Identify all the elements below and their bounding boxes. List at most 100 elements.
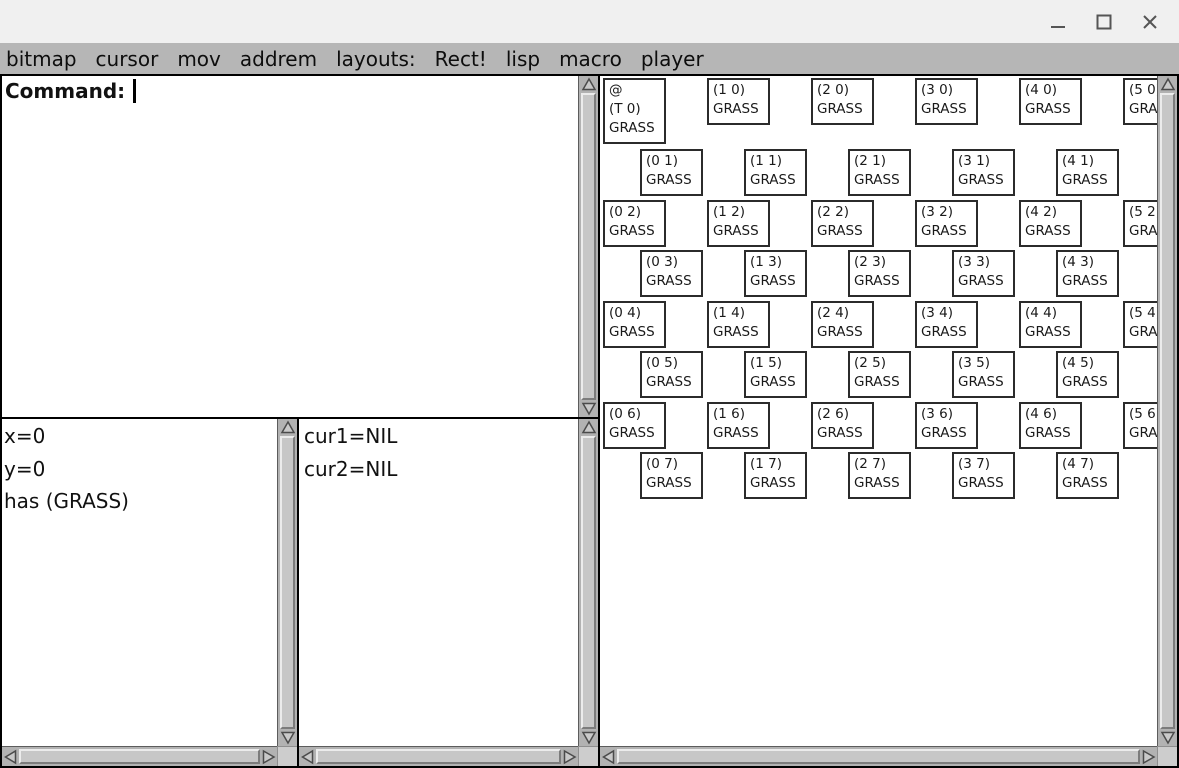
map-tile[interactable]: (3 4)GRASS: [915, 301, 978, 348]
scroll-up-button[interactable]: [1158, 76, 1177, 93]
map-tile[interactable]: (0 1)GRASS: [640, 149, 703, 196]
scrollbar-thumb[interactable]: [280, 436, 295, 729]
tile-coord: (0 2): [609, 204, 642, 220]
menu-item-cursor[interactable]: cursor: [95, 46, 159, 71]
map-tile[interactable]: (4 3)GRASS: [1056, 250, 1119, 297]
map-tile[interactable]: (5 0)GRASS: [1123, 78, 1157, 125]
scroll-up-icon: [280, 420, 295, 434]
map-tile[interactable]: (3 1)GRASS: [952, 149, 1015, 196]
map-tile[interactable]: (3 6)GRASS: [915, 402, 978, 449]
map-tile[interactable]: (4 6)GRASS: [1019, 402, 1082, 449]
map-tile[interactable]: (4 4)GRASS: [1019, 301, 1082, 348]
map-tile[interactable]: (2 4)GRASS: [811, 301, 874, 348]
map-tile[interactable]: (2 6)GRASS: [811, 402, 874, 449]
scroll-down-button[interactable]: [1158, 729, 1177, 746]
map-tile[interactable]: (3 7)GRASS: [952, 452, 1015, 499]
menu-item-layouts[interactable]: layouts:: [336, 46, 416, 71]
map-tile[interactable]: (1 5)GRASS: [744, 351, 807, 398]
scroll-up-button[interactable]: [278, 419, 297, 436]
scroll-right-button[interactable]: [1140, 747, 1157, 766]
scrollbar-thumb[interactable]: [581, 436, 596, 729]
tile-coord: (4 4): [1025, 305, 1058, 321]
menu-item-bitmap[interactable]: bitmap: [6, 46, 77, 71]
map-tile[interactable]: (2 2)GRASS: [811, 200, 874, 247]
map-tile[interactable]: (2 3)GRASS: [848, 250, 911, 297]
menu-item-lisp[interactable]: lisp: [505, 46, 541, 71]
minimize-button[interactable]: [1049, 13, 1067, 31]
cursor-panel-vscrollbar[interactable]: [578, 419, 598, 746]
tile-terrain: GRASS: [646, 172, 692, 188]
scroll-right-button[interactable]: [260, 747, 277, 766]
scroll-left-button[interactable]: [2, 747, 19, 766]
map-tile[interactable]: (0 6)GRASS: [603, 402, 666, 449]
map-tile[interactable]: (1 4)GRASS: [707, 301, 770, 348]
map-tile[interactable]: (0 4)GRASS: [603, 301, 666, 348]
command-panel-vscrollbar[interactable]: [578, 76, 598, 417]
cursor-panel-hscrollbar[interactable]: [299, 746, 578, 766]
tile-coord: (2 4): [817, 305, 850, 321]
menu-item-rect[interactable]: Rect!: [434, 46, 487, 71]
map-tile[interactable]: (4 1)GRASS: [1056, 149, 1119, 196]
maximize-button[interactable]: [1095, 13, 1113, 31]
scroll-right-icon: [1142, 749, 1156, 764]
map-tile[interactable]: (1 7)GRASS: [744, 452, 807, 499]
map-tile[interactable]: (1 2)GRASS: [707, 200, 770, 247]
map-tile[interactable]: (0 7)GRASS: [640, 452, 703, 499]
map-tile[interactable]: (2 1)GRASS: [848, 149, 911, 196]
tile-terrain: GRASS: [1062, 475, 1108, 491]
scroll-down-button[interactable]: [278, 729, 297, 746]
map-tile[interactable]: (3 0)GRASS: [915, 78, 978, 125]
scroll-down-button[interactable]: [579, 400, 598, 417]
map-tile[interactable]: (0 2)GRASS: [603, 200, 666, 247]
scrollbar-thumb[interactable]: [316, 749, 561, 764]
menu-item-addrem[interactable]: addrem: [239, 46, 318, 71]
map-tile[interactable]: (4 5)GRASS: [1056, 351, 1119, 398]
map-tile[interactable]: (3 2)GRASS: [915, 200, 978, 247]
tile-terrain: GRASS: [713, 223, 759, 239]
map-tile[interactable]: (4 2)GRASS: [1019, 200, 1082, 247]
map-tile[interactable]: (1 1)GRASS: [744, 149, 807, 196]
tile-terrain: GRASS: [750, 374, 796, 390]
map-tile[interactable]: (2 0)GRASS: [811, 78, 874, 125]
map-tile[interactable]: (2 5)GRASS: [848, 351, 911, 398]
scrollbar-thumb[interactable]: [617, 749, 1140, 764]
position-panel-vscrollbar[interactable]: [277, 419, 297, 746]
scroll-left-button[interactable]: [600, 747, 617, 766]
close-icon: [1143, 14, 1157, 29]
map-tile[interactable]: (5 2)GRASS: [1123, 200, 1157, 247]
tile-terrain: GRASS: [958, 475, 1004, 491]
scrollbar-thumb[interactable]: [581, 93, 596, 400]
map-tile[interactable]: (1 0)GRASS: [707, 78, 770, 125]
tile-coord: (0 3): [646, 254, 679, 270]
map-tile[interactable]: (2 7)GRASS: [848, 452, 911, 499]
map-tile[interactable]: (4 7)GRASS: [1056, 452, 1119, 499]
map-tile[interactable]: (0 5)GRASS: [640, 351, 703, 398]
scroll-right-button[interactable]: [561, 747, 578, 766]
scroll-up-button[interactable]: [579, 419, 598, 436]
map-tile[interactable]: (3 5)GRASS: [952, 351, 1015, 398]
map-tile[interactable]: (3 3)GRASS: [952, 250, 1015, 297]
command-input-line[interactable]: Command:: [5, 78, 137, 104]
map-tile[interactable]: (1 6)GRASS: [707, 402, 770, 449]
menu-item-macro[interactable]: macro: [559, 46, 622, 71]
map-tile[interactable]: (0 3)GRASS: [640, 250, 703, 297]
menu-item-mov[interactable]: mov: [177, 46, 221, 71]
scrollbar-thumb[interactable]: [1160, 93, 1175, 729]
map-tile[interactable]: (4 0)GRASS: [1019, 78, 1082, 125]
menu-item-player[interactable]: player: [640, 46, 704, 71]
position-panel-hscrollbar[interactable]: [2, 746, 277, 766]
scroll-left-button[interactable]: [299, 747, 316, 766]
map-tile[interactable]: @(T 0)GRASS: [603, 78, 666, 144]
tile-terrain: GRASS: [817, 425, 863, 441]
scroll-down-button[interactable]: [579, 729, 598, 746]
map-panel-hscrollbar[interactable]: [600, 746, 1157, 766]
map-tile[interactable]: (5 6)GRASS: [1123, 402, 1157, 449]
map-panel-vscrollbar[interactable]: [1157, 76, 1177, 746]
map-tiles-area[interactable]: @(T 0)GRASS (1 0)GRASS (2 0)GRASS (3 0)GRAS…: [600, 76, 1157, 746]
map-tile[interactable]: (5 4)GRASS: [1123, 301, 1157, 348]
scrollbar-thumb[interactable]: [19, 749, 260, 764]
map-tile[interactable]: (1 3)GRASS: [744, 250, 807, 297]
close-button[interactable]: [1141, 13, 1159, 31]
scroll-up-button[interactable]: [579, 76, 598, 93]
